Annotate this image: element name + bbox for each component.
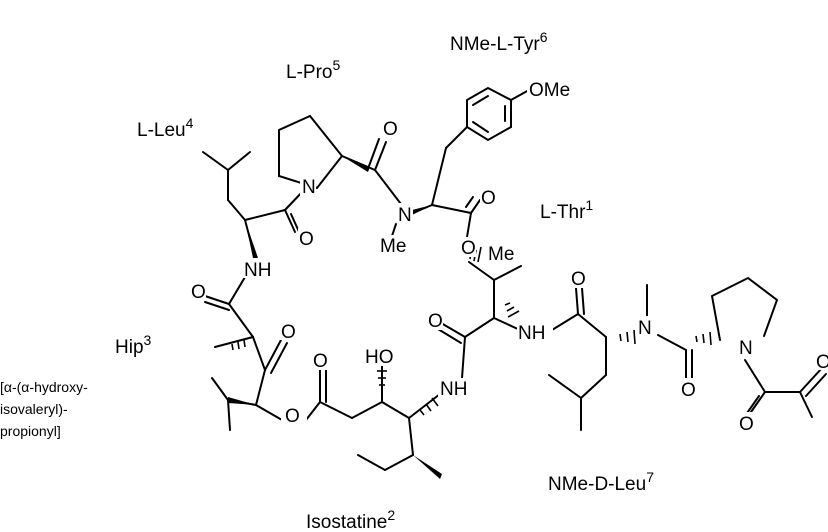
hip3-ester-o: O (285, 406, 300, 427)
hip3-description-line-3: propionyl] (0, 423, 61, 439)
label-isostatine2: Isostatine2 (306, 507, 395, 532)
label-leu4: L-Leu4 (137, 115, 194, 141)
label-leu7: NMe-D-Leu7 (548, 469, 654, 495)
ome-label: OMe (529, 80, 570, 101)
thr1-methyl: Me (488, 244, 514, 265)
hip3-amide-o: O (191, 282, 206, 303)
tyr6-n: N (398, 205, 412, 226)
label-hip3: Hip3 (115, 332, 152, 358)
tyr6-carbonyl-o: O (481, 188, 496, 209)
thr1-ester-o: O (461, 238, 476, 259)
pro-n: N (739, 338, 753, 359)
label-tyr6: NMe-L-Tyr6 (450, 29, 548, 55)
ester-carbonyl-o: O (313, 351, 328, 372)
thr1-carbonyl-o: O (428, 311, 443, 332)
hip3-description-line-1: [α-(α-hydroxy- (0, 379, 88, 395)
hashed-bonds (231, 246, 712, 416)
leu4-carbonyl-o: O (299, 229, 314, 250)
leu7-carbonyl-o: O (571, 269, 586, 290)
terminal-carbonyl-o: O (739, 414, 754, 435)
tyr6-n-methyl: Me (380, 236, 406, 257)
thr1-nh: NH (518, 323, 545, 344)
terminal-o-cut: O (816, 352, 828, 373)
label-thr1: L-Thr1 (540, 197, 593, 223)
pro-carbonyl-o: O (681, 380, 696, 401)
hip3-description-line-2: isovaleryl)- (0, 401, 68, 417)
atom-labels: OMe O O N O N Me O Me NH O O O HO O O NH (190, 78, 828, 435)
isostatine-ho: HO (365, 347, 394, 368)
leu4-nh: NH (244, 260, 271, 281)
residue-labels: NMe-L-Tyr6 L-Pro5 L-Leu4 L-Thr1 Hip3 [α-… (0, 29, 654, 532)
isostatine-nh: NH (440, 379, 467, 400)
label-pro5: L-Pro5 (286, 57, 340, 83)
pro5-carbonyl-o: O (383, 119, 398, 140)
leu7-n: N (638, 318, 652, 339)
pro5-n: N (302, 177, 316, 198)
hip3-ketone-o: O (281, 322, 296, 343)
